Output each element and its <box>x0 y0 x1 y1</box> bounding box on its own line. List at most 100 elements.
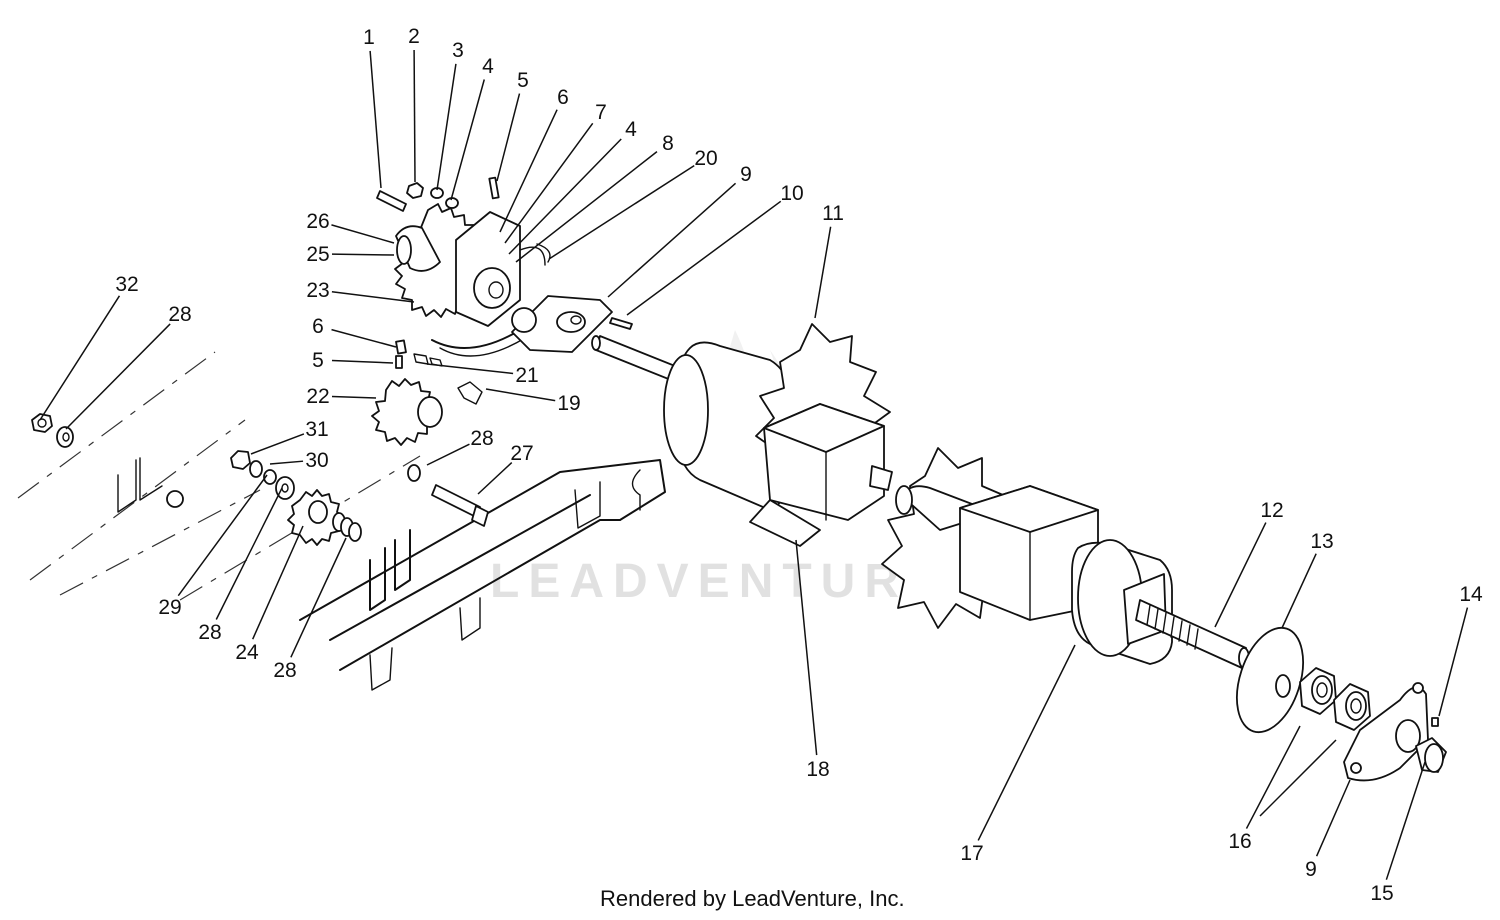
leader-12 <box>1214 522 1267 628</box>
hub-25-26 <box>395 225 441 272</box>
setscrew-5 <box>395 355 403 369</box>
callout-23: 23 <box>306 279 329 302</box>
leader-20 <box>548 164 695 260</box>
callout-21: 21 <box>515 364 538 387</box>
footer-credit: Rendered by LeadVenture, Inc. <box>600 886 905 911</box>
clip-19 <box>457 381 483 405</box>
flange-bearing-9-left <box>511 295 613 353</box>
nut-32 <box>31 413 53 433</box>
callout-10: 10 <box>780 182 803 205</box>
leader-18 <box>795 539 818 756</box>
leader-11 <box>814 226 832 319</box>
callout-12: 12 <box>1260 499 1283 522</box>
sprocket-22 <box>371 378 443 446</box>
callout-15: 15 <box>1370 882 1393 905</box>
callout-3: 3 <box>452 39 464 62</box>
callout-4: 4 <box>625 118 637 141</box>
leader-9 <box>1315 779 1351 857</box>
washer-13 <box>1236 626 1304 734</box>
callout-7: 7 <box>595 101 607 124</box>
leader-23 <box>331 290 415 303</box>
callout-24: 24 <box>235 641 259 664</box>
leader-21 <box>426 363 514 375</box>
callout-14: 14 <box>1459 583 1483 606</box>
callout-17: 17 <box>960 842 983 865</box>
frame-washer-left <box>166 490 184 508</box>
leader-28 <box>426 443 470 466</box>
callout-28: 28 <box>470 427 493 450</box>
spacers-28 <box>332 512 362 542</box>
leader-lines <box>39 49 1469 880</box>
nuts-16 <box>1299 667 1371 731</box>
setscrew-14 <box>1431 717 1439 727</box>
callout-29: 29 <box>158 596 181 619</box>
idler-hardware-stack <box>230 450 295 500</box>
leader-5 <box>331 359 394 364</box>
callout-13: 13 <box>1310 530 1333 553</box>
callout-18: 18 <box>806 758 829 781</box>
leader-22 <box>331 395 377 399</box>
callout-8: 8 <box>662 132 674 155</box>
callout-28: 28 <box>168 303 191 326</box>
washer-28-mid <box>407 464 421 482</box>
leader-17 <box>977 644 1076 841</box>
leader-14 <box>1438 607 1469 717</box>
watermark-text: LEADVENTURE <box>490 555 949 608</box>
callout-20: 20 <box>694 147 717 170</box>
callout-28: 28 <box>273 659 296 682</box>
callout-27: 27 <box>510 442 533 465</box>
leader-1 <box>369 50 382 189</box>
callout-2: 2 <box>408 25 420 48</box>
callout-6: 6 <box>557 86 569 109</box>
callout-1: 1 <box>363 26 375 49</box>
leader-2 <box>413 49 416 183</box>
leader-19 <box>485 388 556 402</box>
leader-31 <box>250 433 305 455</box>
callout-6: 6 <box>312 315 324 338</box>
leader-3 <box>436 63 457 191</box>
leader-30 <box>269 460 304 465</box>
key-10 <box>609 317 633 330</box>
leader-32 <box>39 295 121 421</box>
leader-28 <box>290 537 347 658</box>
callout-9: 9 <box>1305 858 1317 881</box>
callout-31: 31 <box>305 418 328 441</box>
leader-24 <box>252 525 304 640</box>
bolt-27 <box>431 484 489 527</box>
leader-13 <box>1281 553 1317 629</box>
leader-4 <box>450 79 485 201</box>
callout-11: 11 <box>822 202 844 225</box>
bearing-plate <box>455 211 521 327</box>
leader-26 <box>331 224 395 244</box>
callout-22: 22 <box>306 385 329 408</box>
callout-26: 26 <box>306 210 329 233</box>
leader-16 <box>1245 725 1301 829</box>
leader-6 <box>331 328 397 348</box>
leader-28 <box>65 323 171 430</box>
callout-19: 19 <box>557 392 580 415</box>
washer-28-left <box>56 426 74 448</box>
callout-9: 9 <box>740 163 752 186</box>
tine-rotor-11 <box>663 323 893 547</box>
screw-6 <box>395 339 407 355</box>
leader-9 <box>607 182 737 298</box>
callout-28: 28 <box>198 621 221 644</box>
collar-15 <box>1415 737 1447 773</box>
callout-16: 16 <box>1228 830 1251 853</box>
callout-5: 5 <box>312 349 324 372</box>
top-hardware <box>376 176 500 212</box>
leader-8 <box>515 151 658 263</box>
leader-6 <box>499 109 558 233</box>
leader-4 <box>508 138 622 255</box>
callout-5: 5 <box>517 69 529 92</box>
leader-15 <box>1385 761 1426 880</box>
leader-27 <box>477 461 513 495</box>
callout-4: 4 <box>482 55 494 78</box>
leader-10 <box>626 200 782 316</box>
leader-7 <box>504 122 594 244</box>
leader-29 <box>177 474 268 597</box>
leader-extra-0 <box>1259 739 1337 817</box>
leader-28 <box>215 487 283 620</box>
